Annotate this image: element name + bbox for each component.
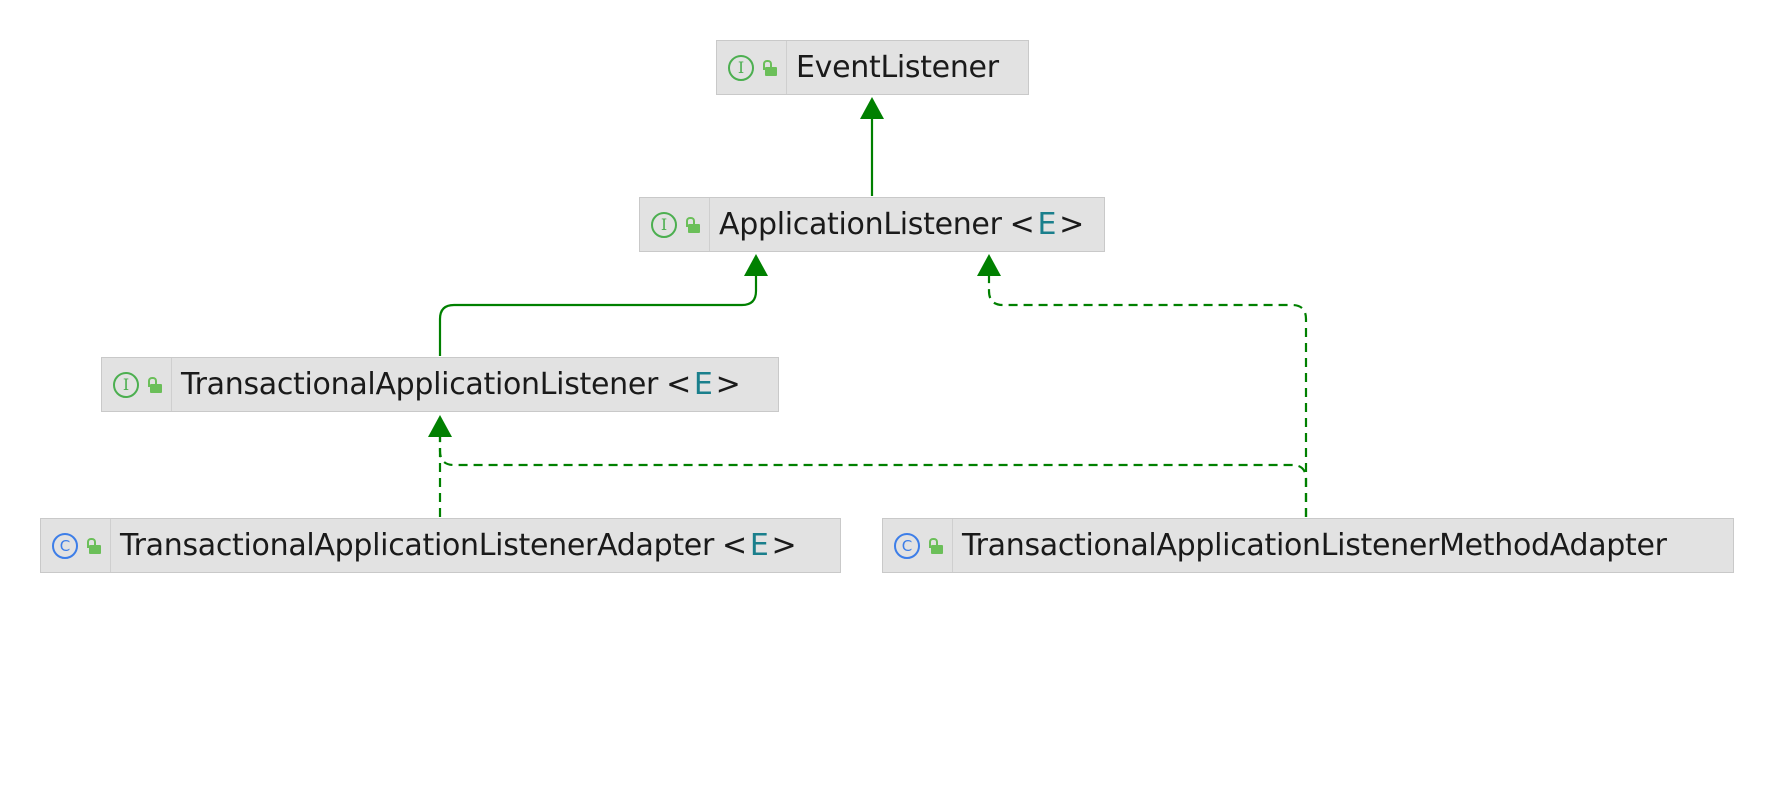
edge-method-adapter-to-application-listener (987, 274, 1308, 517)
node-transactional-application-listener[interactable]: I TransactionalApplicationListener <E> (101, 357, 779, 412)
edge-method-adapter-to-transactional-listener (438, 435, 1308, 517)
node-label: TransactionalApplicationListenerAdapter (120, 528, 714, 563)
divider (952, 519, 953, 572)
class-icon: C (894, 532, 920, 559)
lock-open-icon (685, 215, 701, 235)
node-transactional-application-listener-method-adapter[interactable]: C TransactionalApplicationListenerMethod… (882, 518, 1734, 573)
node-transactional-application-listener-adapter[interactable]: C TransactionalApplicationListenerAdapte… (40, 518, 841, 573)
arrowhead-application-listener-right (977, 254, 1001, 276)
lock-open-icon (928, 536, 944, 556)
type-parameter-name: E (1037, 207, 1057, 242)
node-label: ApplicationListener (719, 207, 1002, 242)
interface-icon: I (113, 371, 139, 398)
type-parameter-name: E (749, 528, 769, 563)
divider (709, 198, 710, 251)
divider (786, 41, 787, 94)
divider (110, 519, 111, 572)
arrowhead-transactional-listener (428, 415, 452, 437)
lock-open-icon (147, 375, 163, 395)
node-label: TransactionalApplicationListenerMethodAd… (962, 528, 1667, 563)
edge-transactional-listener-to-application-listener (438, 274, 758, 356)
lock-open-icon (762, 58, 778, 78)
class-icon: C (52, 532, 78, 559)
type-parameter: <E> (721, 528, 797, 563)
lock-open-icon (86, 536, 102, 556)
type-parameter-name: E (693, 367, 713, 402)
type-parameter: <E> (1009, 207, 1085, 242)
arrowhead-event-listener (860, 97, 884, 119)
divider (171, 358, 172, 411)
node-application-listener[interactable]: I ApplicationListener <E> (639, 197, 1105, 252)
arrowhead-application-listener-left (744, 254, 768, 276)
type-parameter: <E> (666, 367, 741, 402)
interface-icon: I (728, 54, 754, 81)
node-label: EventListener (796, 50, 999, 85)
interface-icon: I (651, 211, 677, 238)
node-event-listener[interactable]: I EventListener (716, 40, 1029, 95)
node-label: TransactionalApplicationListener (181, 367, 659, 402)
